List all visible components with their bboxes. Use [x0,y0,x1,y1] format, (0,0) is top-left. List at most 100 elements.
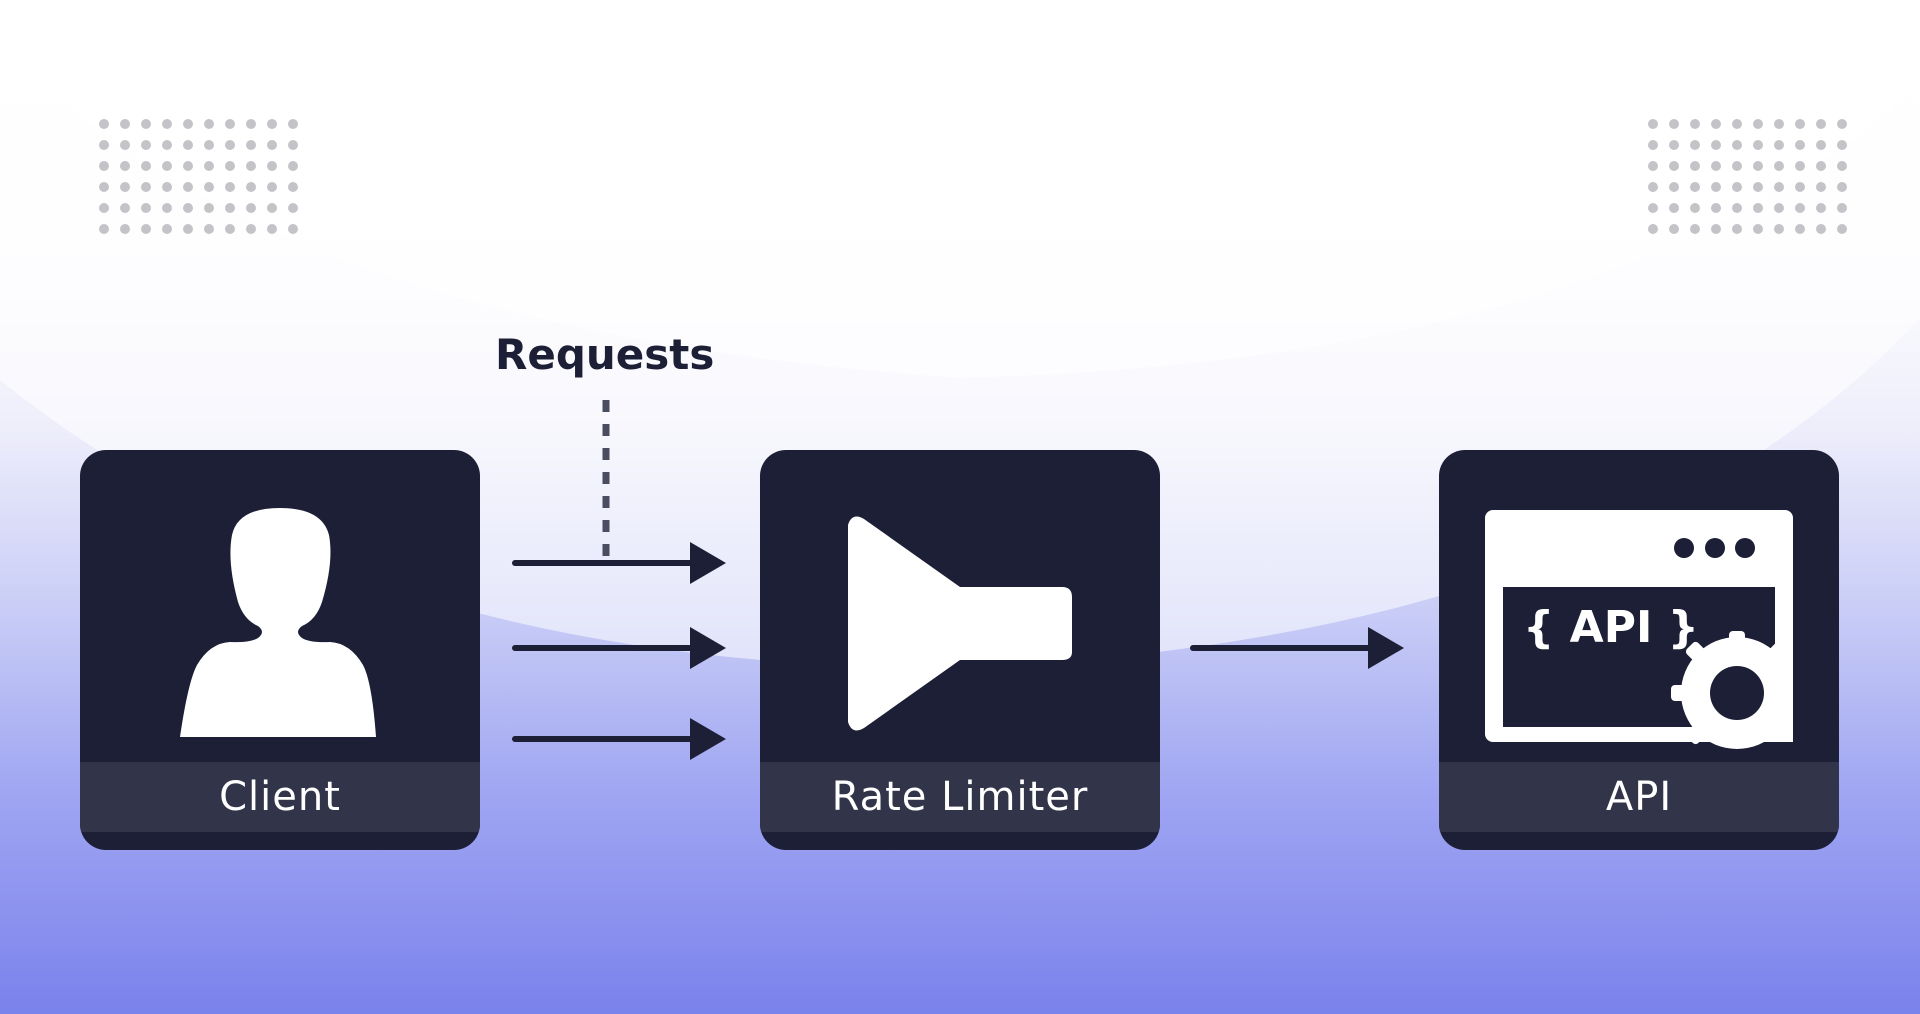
client-label-bar: Client [80,762,480,832]
grid-dot [183,119,193,129]
grid-dot [1648,140,1658,150]
grid-dot [267,119,277,129]
grid-dot [1669,119,1679,129]
grid-dot [99,224,109,234]
grid-dot [288,119,298,129]
grid-dot [288,224,298,234]
grid-dot [1669,161,1679,171]
api-label-bar: API [1439,762,1839,832]
grid-dot [1669,182,1679,192]
rate-limiter-label-bar: Rate Limiter [760,762,1160,832]
grid-dot [99,161,109,171]
grid-dot [1795,119,1805,129]
grid-dot [1732,182,1742,192]
grid-dot [183,140,193,150]
grid-dot [1732,203,1742,213]
grid-dot [204,119,214,129]
grid-dot [246,224,256,234]
grid-dot [141,140,151,150]
client-label: Client [219,774,341,820]
window-bottom-border [1503,727,1775,742]
funnel-icon [848,516,1072,731]
grid-dot [225,161,235,171]
grid-dot [183,203,193,213]
window-right-border [1775,587,1793,742]
grid-dot [1711,119,1721,129]
grid-dot [120,182,130,192]
grid-dot [1648,161,1658,171]
grid-dot [1753,182,1763,192]
api-icon-area: { API } [1439,450,1839,762]
grid-dot [1690,140,1700,150]
grid-dot [1711,182,1721,192]
grid-dot [246,203,256,213]
grid-dot [1795,182,1805,192]
grid-dot [1837,203,1847,213]
grid-dot [1837,140,1847,150]
window-dot-icon [1735,538,1755,558]
grid-dot [246,140,256,150]
grid-dot [1648,182,1658,192]
grid-dot [120,203,130,213]
grid-dot [183,224,193,234]
grid-dot [1753,203,1763,213]
grid-dot [1753,161,1763,171]
grid-dot [120,161,130,171]
grid-dot [288,140,298,150]
grid-dot [162,203,172,213]
grid-dot [1648,203,1658,213]
grid-dot [204,203,214,213]
grid-dot [1732,119,1742,129]
grid-dot [1816,224,1826,234]
grid-dot [1690,224,1700,234]
grid-dot [162,161,172,171]
grid-dot [1732,140,1742,150]
grid-dot [1669,203,1679,213]
grid-dot [141,161,151,171]
grid-dot [1753,224,1763,234]
grid-dot [99,140,109,150]
grid-dot [1795,140,1805,150]
grid-dot [1837,119,1847,129]
requests-annotation: Requests [495,330,715,379]
grid-dot [288,203,298,213]
grid-dot [1732,224,1742,234]
grid-dot [162,119,172,129]
api-label: API [1605,774,1673,820]
grid-dot [1648,224,1658,234]
grid-dot [1774,140,1784,150]
grid-dot [225,224,235,234]
request-arrow [512,542,726,584]
grid-dot [1690,203,1700,213]
background-curve-upper [0,0,1920,378]
grid-dot [225,182,235,192]
grid-dot [1669,140,1679,150]
grid-dot [99,119,109,129]
grid-dot [204,161,214,171]
grid-dot [1690,182,1700,192]
grid-dot [162,224,172,234]
grid-dot [267,161,277,171]
forward-arrow [1190,627,1404,669]
grid-dot [1711,161,1721,171]
grid-dot [204,182,214,192]
dot-grid-right [1648,119,1847,234]
grid-dot [1774,224,1784,234]
grid-dot [246,119,256,129]
grid-dot [1753,140,1763,150]
grid-dot [1816,182,1826,192]
grid-dot [120,119,130,129]
grid-dot [204,140,214,150]
grid-dot [1837,224,1847,234]
grid-dot [1795,161,1805,171]
rate-limiter-label: Rate Limiter [831,774,1089,820]
grid-dot [288,161,298,171]
grid-dot [141,224,151,234]
grid-dot [246,161,256,171]
grid-dot [120,140,130,150]
api-window-gear-icon: { API } [1485,510,1816,749]
grid-dot [1774,203,1784,213]
grid-dot [183,161,193,171]
